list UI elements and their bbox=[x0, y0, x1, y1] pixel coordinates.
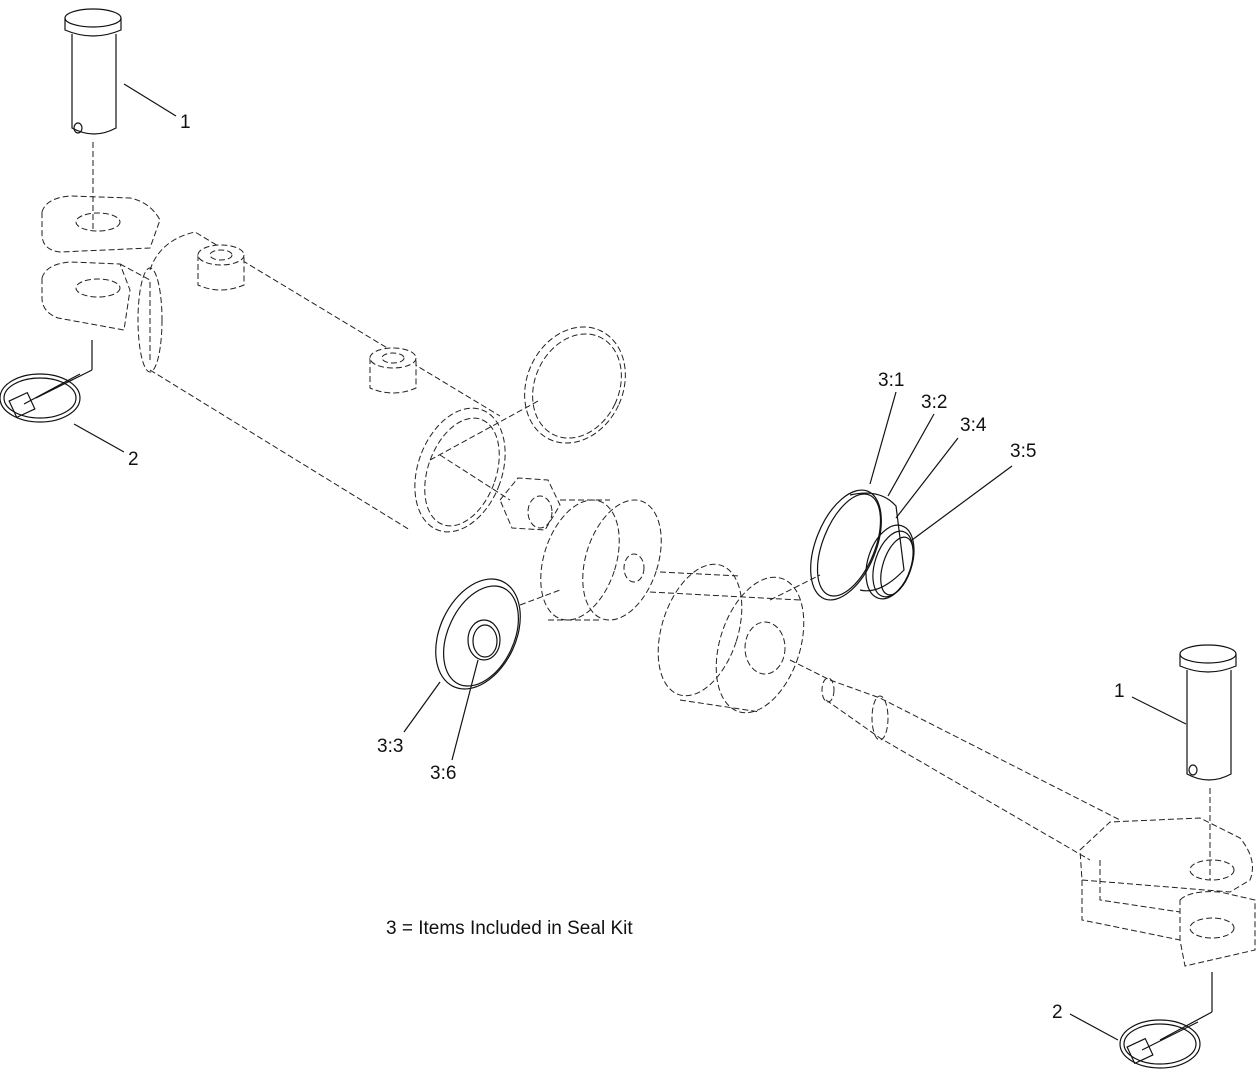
callout-seal-3-4: 3:4 bbox=[960, 415, 987, 436]
callout-seal-3-1: 3:1 bbox=[878, 370, 904, 391]
piston bbox=[649, 563, 805, 714]
leader-lines bbox=[73, 83, 1187, 1041]
clevis-pin-bottom bbox=[1179, 644, 1237, 880]
callout-pin-top: 1 bbox=[180, 112, 191, 133]
seal-stack bbox=[769, 489, 915, 601]
callout-clip-bottom: 2 bbox=[1052, 1002, 1063, 1023]
callout-seal-3-3: 3:3 bbox=[377, 736, 403, 757]
linch-pin-clip-bottom bbox=[1119, 972, 1213, 1069]
callout-clip-left: 2 bbox=[128, 449, 139, 470]
seal-kit-note: 3 = Items Included in Seal Kit bbox=[386, 918, 633, 939]
rod-clevis bbox=[1079, 817, 1256, 967]
clevis-pin-top bbox=[64, 8, 122, 232]
gland bbox=[540, 499, 662, 621]
hex-nut bbox=[439, 454, 561, 531]
callout-pin-bottom: 1 bbox=[1114, 681, 1125, 702]
cylinder-barrel bbox=[41, 195, 506, 533]
linch-pin-clip-left bbox=[0, 340, 93, 423]
retaining-ring bbox=[429, 326, 626, 461]
callout-seal-3-5: 3:5 bbox=[1010, 441, 1036, 462]
callout-seal-3-2: 3:2 bbox=[921, 392, 947, 413]
wiper-seal bbox=[435, 578, 561, 690]
piston-rod bbox=[789, 659, 1121, 861]
callout-seal-3-6: 3:6 bbox=[430, 763, 456, 784]
